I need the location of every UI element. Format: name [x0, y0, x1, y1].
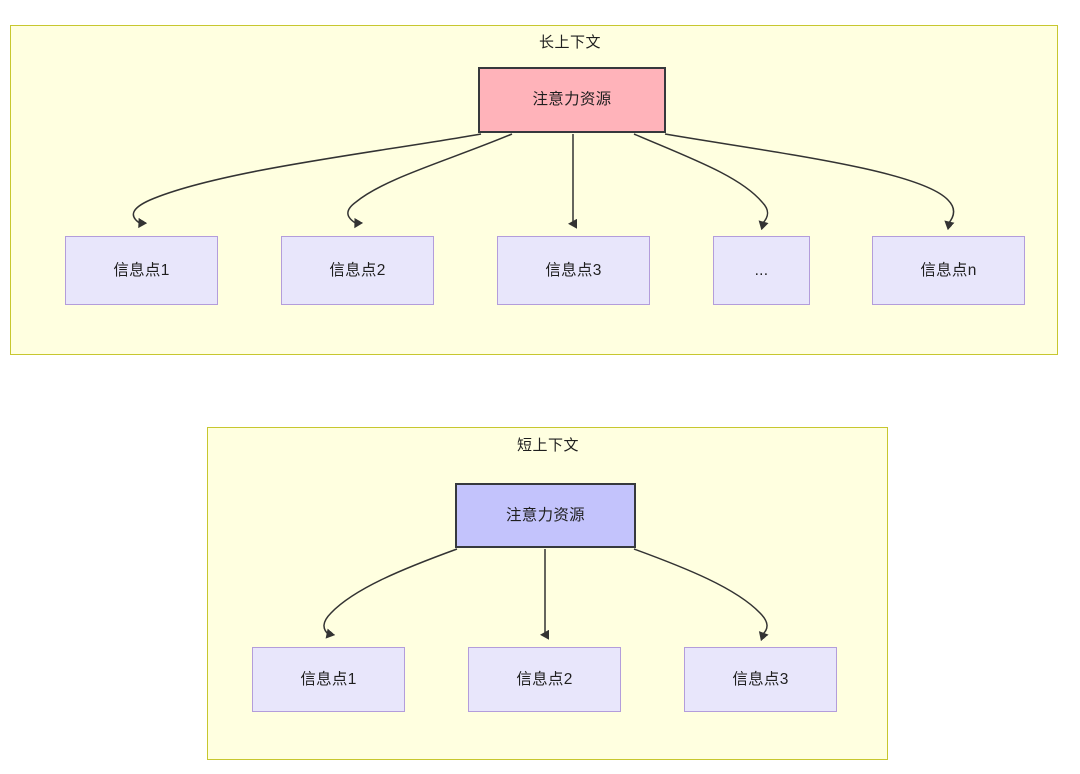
group-title-long-context: 长上下文 [538, 34, 601, 51]
node-info-point-ellipsis-long[interactable]: ... [713, 236, 810, 305]
node-info-point-3-long[interactable]: 信息点3 [497, 236, 650, 305]
node-info-point-3-long-label: 信息点3 [545, 261, 602, 279]
node-info-point-1-short[interactable]: 信息点1 [252, 647, 405, 712]
node-info-point-n-long[interactable]: 信息点n [872, 236, 1025, 305]
node-info-point-2-short[interactable]: 信息点2 [468, 647, 621, 712]
node-info-point-3-short-label: 信息点3 [732, 670, 789, 688]
node-info-point-3-short[interactable]: 信息点3 [684, 647, 837, 712]
node-info-point-2-long-label: 信息点2 [329, 261, 386, 279]
node-info-point-1-long-label: 信息点1 [113, 261, 170, 279]
node-attention-resource-short[interactable]: 注意力资源 [455, 483, 636, 548]
node-info-point-1-short-label: 信息点1 [300, 670, 357, 688]
node-info-point-ellipsis-long-label: ... [754, 261, 769, 279]
node-info-point-n-long-label: 信息点n [920, 261, 977, 279]
node-info-point-2-long[interactable]: 信息点2 [281, 236, 434, 305]
node-attention-resource-long-label: 注意力资源 [532, 91, 612, 109]
node-attention-resource-short-label: 注意力资源 [505, 506, 585, 524]
node-attention-resource-long[interactable]: 注意力资源 [478, 67, 666, 133]
node-info-point-1-long[interactable]: 信息点1 [65, 236, 218, 305]
node-info-point-2-short-label: 信息点2 [516, 670, 573, 688]
group-title-short-context: 短上下文 [516, 437, 579, 454]
